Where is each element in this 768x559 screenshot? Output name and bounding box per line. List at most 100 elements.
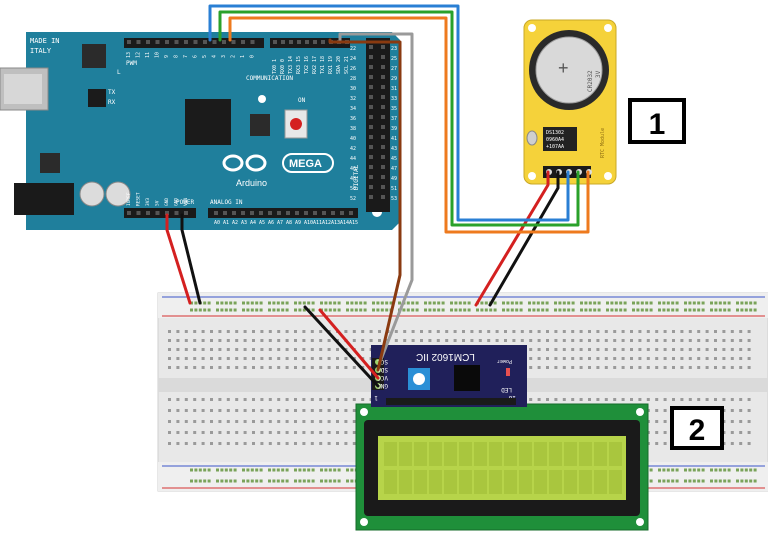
rail-hole	[536, 308, 540, 312]
lcd-cell	[534, 442, 547, 466]
bb-hole	[277, 339, 281, 342]
bb-hole	[310, 348, 314, 351]
rail-hole	[229, 301, 233, 305]
rail-hole	[203, 301, 207, 305]
digital-pin-label: 23	[391, 46, 397, 52]
bb-hole	[260, 398, 264, 401]
bb-hole	[630, 357, 633, 360]
rail-hole	[558, 308, 562, 312]
rail-hole	[467, 308, 471, 312]
header-pin	[369, 145, 373, 149]
rail-hole	[515, 301, 519, 305]
bb-hole	[184, 366, 188, 369]
rail-hole	[554, 301, 557, 305]
bb-hole	[613, 357, 617, 360]
bb-hole	[218, 398, 222, 401]
bb-hole	[655, 409, 659, 412]
rail-hole	[588, 308, 592, 312]
header-pin	[259, 211, 263, 215]
rail-hole	[480, 301, 484, 305]
rail-hole	[346, 479, 349, 483]
rail-hole	[432, 308, 436, 312]
bb-hole	[714, 330, 717, 333]
rail-hole	[684, 468, 687, 472]
rail-hole	[458, 301, 462, 305]
capacitor-2	[105, 181, 131, 207]
bb-hole	[168, 409, 171, 412]
bb-hole	[630, 339, 633, 342]
bb-hole	[336, 409, 339, 412]
comm-pin-label: SCL 21	[344, 56, 350, 74]
digital-pin-label: 31	[391, 86, 397, 92]
bb-hole	[168, 420, 171, 423]
bb-hole	[621, 357, 625, 360]
bb-hole	[176, 330, 180, 333]
bb-hole	[285, 431, 289, 434]
rail-hole	[281, 468, 285, 472]
rail-hole	[307, 301, 311, 305]
rail-hole	[662, 308, 666, 312]
bb-hole	[277, 348, 281, 351]
power-pin-label: IOREF	[126, 192, 132, 206]
bb-hole	[176, 431, 180, 434]
header-pin	[369, 45, 373, 49]
header-pin	[381, 105, 385, 109]
bb-hole	[621, 366, 625, 369]
bb-hole	[722, 366, 726, 369]
bb-hole	[193, 348, 197, 351]
bb-hole	[655, 348, 659, 351]
rtc-hole-4	[604, 172, 612, 180]
bb-hole	[672, 398, 675, 401]
bb-hole	[294, 431, 297, 434]
bb-hole	[201, 398, 205, 401]
rail-hole	[411, 301, 415, 305]
bb-hole	[226, 431, 230, 434]
bb-hole	[268, 442, 272, 445]
bb-hole	[596, 366, 600, 369]
bb-hole	[319, 431, 323, 434]
bb-hole	[210, 398, 213, 401]
rail-hole	[532, 301, 536, 305]
header-pin	[349, 211, 353, 215]
header-pin	[369, 125, 373, 129]
bb-hole	[529, 398, 533, 401]
lcd-cell	[489, 470, 502, 494]
rail-hole	[662, 468, 666, 472]
bb-hole	[529, 339, 533, 342]
rail-hole	[242, 308, 245, 312]
chip-line1: DS1302	[546, 130, 564, 136]
bb-hole	[184, 339, 188, 342]
rail-hole	[216, 301, 219, 305]
bb-hole	[218, 330, 222, 333]
bb-hole	[260, 330, 264, 333]
bb-hole	[663, 442, 667, 445]
bb-hole	[680, 330, 684, 333]
bb-hole	[218, 409, 222, 412]
digital-label: DIGITAL	[353, 164, 360, 190]
bb-hole	[705, 339, 709, 342]
rail-hole	[294, 301, 297, 305]
bb-hole	[487, 330, 491, 333]
digital-pin-label: 40	[350, 136, 356, 142]
bb-hole	[630, 366, 633, 369]
rail-hole	[246, 468, 250, 472]
bb-hole	[714, 398, 717, 401]
bb-hole	[596, 330, 600, 333]
rail-hole	[229, 308, 233, 312]
rail-hole	[541, 308, 545, 312]
rail-hole	[649, 301, 653, 305]
rail-hole	[229, 479, 233, 483]
rail-hole	[250, 468, 254, 472]
rail-hole	[359, 301, 363, 305]
bb-hole	[235, 357, 239, 360]
rail-hole	[190, 308, 193, 312]
rail-hole	[688, 308, 692, 312]
i2c-backpack: LCM1602 IIC Power LED 16 1 SCL SDA VCC G…	[371, 345, 527, 407]
on-label: ON	[298, 97, 306, 104]
bb-hole	[747, 366, 751, 369]
icsp-header	[250, 114, 270, 136]
rail-hole	[294, 468, 297, 472]
analog-pin-label: A15	[349, 220, 358, 226]
header-pin	[146, 211, 150, 215]
rtc-hole-3	[528, 172, 536, 180]
